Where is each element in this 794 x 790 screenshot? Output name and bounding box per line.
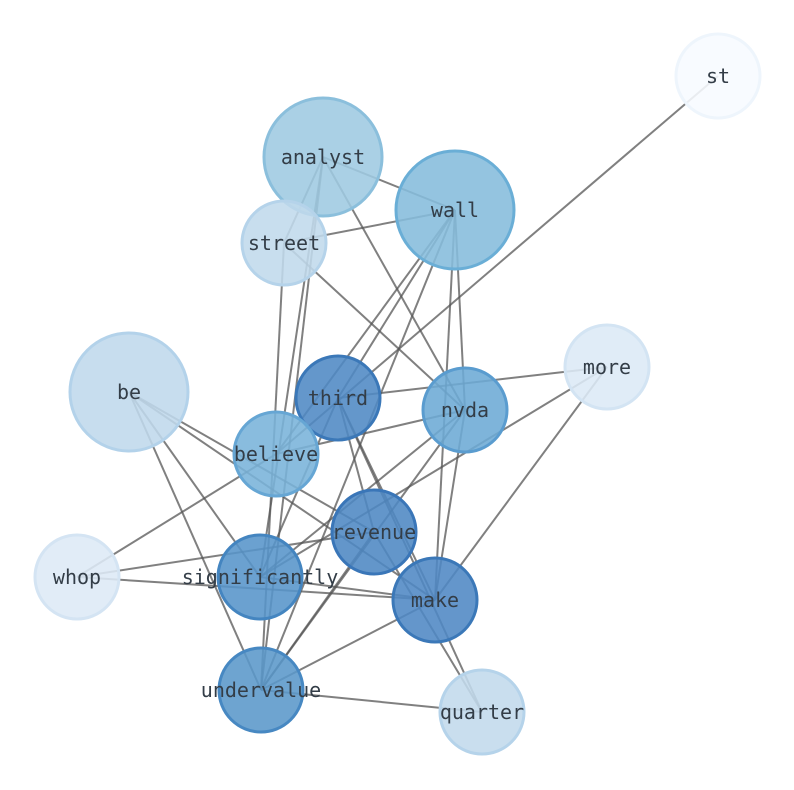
node-make: make (391, 556, 479, 644)
node-label-quarter: quarter (440, 700, 524, 724)
node-circle-quarter (438, 668, 526, 756)
node-third: third (294, 354, 382, 442)
node-circle-believe (232, 410, 320, 498)
node-more: more (563, 323, 651, 411)
node-layer: st analyst wall street more be third nvda believ… (33, 32, 762, 756)
node-label-whop: whop (53, 565, 101, 589)
node-label-more: more (583, 355, 631, 379)
node-label-make: make (411, 588, 459, 612)
node-nvda: nvda (421, 366, 509, 454)
node-circle-nvda (421, 366, 509, 454)
node-circle-revenue (330, 488, 418, 576)
node-label-undervalue: undervalue (201, 678, 321, 702)
node-label-analyst: analyst (281, 145, 365, 169)
node-label-nvda: nvda (441, 398, 489, 422)
node-undervalue: undervalue (201, 646, 321, 734)
node-circle-third (294, 354, 382, 442)
node-circle-st (674, 32, 762, 120)
node-circle-make (391, 556, 479, 644)
node-label-be: be (117, 380, 141, 404)
node-be: be (68, 331, 190, 453)
node-label-revenue: revenue (332, 520, 416, 544)
node-label-believe: believe (234, 442, 318, 466)
node-label-street: street (248, 231, 320, 255)
node-circle-analyst (262, 96, 384, 218)
edge-wall-undervalue (260, 209, 456, 691)
node-label-wall: wall (431, 198, 479, 222)
node-circle-wall (394, 149, 516, 271)
edge-more-make (434, 366, 608, 601)
node-believe: believe (232, 410, 320, 498)
node-label-third: third (308, 386, 368, 410)
node-circle-be (68, 331, 190, 453)
node-significantly: significantly (182, 533, 339, 621)
node-whop: whop (33, 533, 121, 621)
node-quarter: quarter (438, 668, 526, 756)
node-circle-whop (33, 533, 121, 621)
node-label-st: st (706, 64, 730, 88)
edge-more-significantly (259, 366, 608, 578)
node-st: st (674, 32, 762, 120)
node-circle-more (563, 323, 651, 411)
node-label-significantly: significantly (182, 565, 339, 589)
node-street: street (240, 199, 328, 287)
node-circle-street (240, 199, 328, 287)
node-analyst: analyst (262, 96, 384, 218)
node-wall: wall (394, 149, 516, 271)
node-circle-undervalue (217, 646, 305, 734)
node-revenue: revenue (330, 488, 418, 576)
node-circle-significantly (216, 533, 304, 621)
